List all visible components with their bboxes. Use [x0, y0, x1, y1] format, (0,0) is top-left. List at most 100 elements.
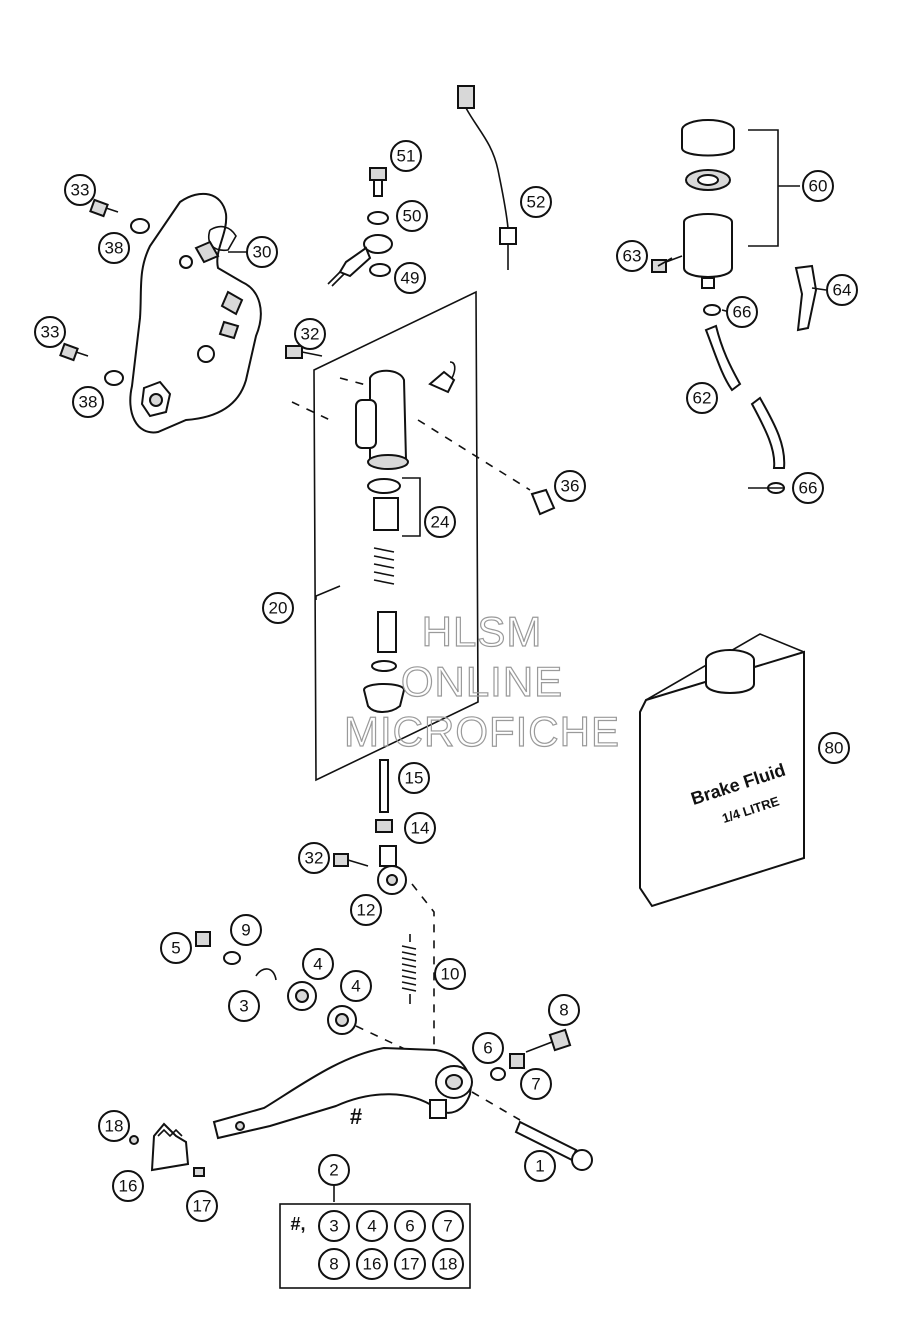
svg-text:80: 80	[825, 739, 844, 758]
svg-text:9: 9	[241, 921, 250, 940]
callout-3: 3	[228, 990, 260, 1022]
svg-text:38: 38	[105, 239, 124, 258]
pedal-step-part	[150, 1122, 190, 1172]
svg-text:20: 20	[269, 599, 288, 618]
svg-text:60: 60	[809, 177, 828, 196]
callout-10: 10	[434, 958, 466, 990]
svg-text:2: 2	[329, 1161, 338, 1180]
retaining-ring-part	[255, 968, 277, 981]
watermark: HLSM ONLINE MICROFICHE	[343, 607, 619, 755]
lock-nut-part	[375, 819, 393, 833]
callout-30: 30	[246, 236, 278, 268]
svg-text:1: 1	[535, 1157, 544, 1176]
kit-item-4: 4	[356, 1210, 388, 1242]
clevis-bolt-thread	[347, 859, 369, 867]
svg-text:4: 4	[313, 955, 322, 974]
svg-text:3: 3	[329, 1217, 338, 1236]
kit-item-3: 3	[318, 1210, 350, 1242]
pedal-axis-line-right	[471, 1091, 521, 1121]
svg-text:52: 52	[527, 193, 546, 212]
svg-text:15: 15	[405, 769, 424, 788]
callout-38-lower: 38	[72, 386, 104, 418]
o-ring-part	[367, 478, 401, 494]
kit-item-6: 6	[394, 1210, 426, 1242]
spring-part	[373, 547, 395, 585]
reservoir-holder-part	[794, 264, 818, 332]
watermark-line-2: ONLINE	[401, 658, 563, 705]
callout-9: 9	[230, 914, 262, 946]
bearing-part-a	[287, 981, 317, 1011]
step-screw-part	[193, 1167, 205, 1177]
callout-7: 7	[520, 1068, 552, 1100]
piston-sleeve-part	[373, 497, 399, 531]
callout-15: 15	[398, 762, 430, 794]
callout-80: 80	[818, 732, 850, 764]
pedal-stop-washer-part	[490, 1067, 506, 1081]
callout-16: 16	[112, 1170, 144, 1202]
svg-text:33: 33	[41, 323, 60, 342]
master-cylinder-frame	[313, 290, 479, 782]
brake-light-switch-part	[457, 85, 517, 270]
svg-text:66: 66	[733, 303, 752, 322]
svg-text:17: 17	[401, 1255, 420, 1274]
callout-49: 49	[394, 262, 426, 294]
brake-pedal-part	[212, 1046, 473, 1140]
svg-text:6: 6	[405, 1217, 414, 1236]
reservoir-body-part	[683, 213, 733, 289]
callout-4-upper: 4	[302, 948, 334, 980]
pedal-symbol: #	[350, 1104, 362, 1129]
callout-12: 12	[350, 894, 382, 926]
leader-lines	[228, 251, 827, 600]
svg-text:38: 38	[79, 393, 98, 412]
callout-62: 62	[686, 382, 718, 414]
clevis-part	[377, 845, 407, 895]
guard-bolt-upper	[89, 198, 119, 218]
callout-1: 1	[524, 1150, 556, 1182]
pedal-pivot-bolt-part	[514, 1120, 593, 1171]
svg-text:30: 30	[253, 243, 272, 262]
callout-8: 8	[548, 994, 580, 1026]
bearing-part-b	[327, 1005, 357, 1035]
svg-text:7: 7	[443, 1217, 452, 1236]
banjo-fitting-part	[327, 234, 393, 287]
callout-32-upper: 32	[294, 318, 326, 350]
master-cylinder-body-part	[355, 369, 409, 470]
svg-text:3: 3	[239, 997, 248, 1016]
master-cylinder-bolt	[285, 345, 303, 359]
svg-text:6: 6	[483, 1039, 492, 1058]
hose-connector-part	[428, 370, 456, 394]
kit-callouts: 3 4 6 7 8 16 17 18	[318, 1210, 464, 1280]
callout-14: 14	[404, 812, 436, 844]
callout-66-lower: 66	[792, 472, 824, 504]
clevis-axis-line	[411, 883, 435, 1066]
callout-17: 17	[186, 1190, 218, 1222]
callout-51: 51	[390, 140, 422, 172]
return-spring-part	[401, 945, 417, 992]
banjo-bolt-part	[369, 167, 387, 197]
callout-4-lower: 4	[340, 970, 372, 1002]
svg-text:33: 33	[71, 181, 90, 200]
callout-2: 2	[318, 1154, 350, 1186]
callout-33-upper: 33	[64, 174, 96, 206]
svg-text:4: 4	[367, 1217, 376, 1236]
dust-boot-part	[362, 683, 406, 713]
svg-text:24: 24	[431, 513, 450, 532]
svg-text:18: 18	[105, 1117, 124, 1136]
reservoir-hose-lower	[750, 396, 786, 469]
callout-5: 5	[160, 932, 192, 964]
callout-66-upper: 66	[726, 296, 758, 328]
svg-text:17: 17	[193, 1197, 212, 1216]
svg-text:8: 8	[329, 1255, 338, 1274]
callout-6: 6	[472, 1032, 504, 1064]
push-rod-part	[379, 759, 389, 813]
svg-text:16: 16	[119, 1177, 138, 1196]
svg-text:12: 12	[357, 901, 376, 920]
brake-guard-part	[129, 193, 262, 434]
svg-text:49: 49	[401, 269, 420, 288]
master-cylinder-bolt-thread	[301, 351, 323, 357]
kit-item-17: 17	[394, 1248, 426, 1280]
circlip-part	[371, 660, 397, 672]
svg-text:16: 16	[363, 1255, 382, 1274]
kit-item-7: 7	[432, 1210, 464, 1242]
